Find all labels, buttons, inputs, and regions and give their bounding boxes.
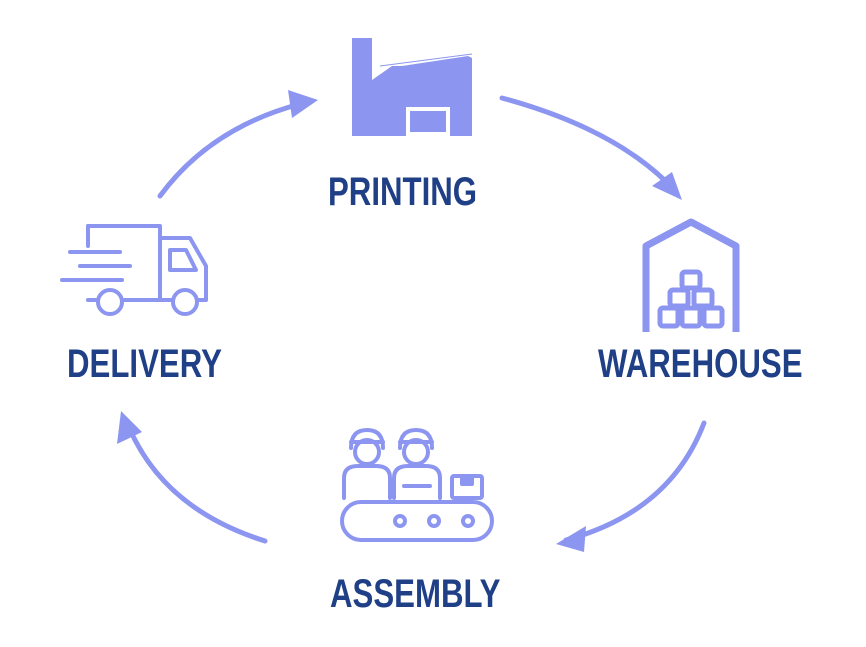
node-label-delivery: DELIVERY [67, 342, 222, 386]
arrow-assembly-to-delivery [117, 411, 268, 544]
factory-icon [352, 38, 473, 136]
warehouse-icon [642, 218, 740, 332]
node-label-assembly: ASSEMBLY [330, 572, 501, 616]
node-label-printing: PRINTING [328, 170, 478, 214]
arrow-printing-to-warehouse [499, 95, 682, 200]
arrow-warehouse-to-assembly [556, 420, 707, 552]
node-label-warehouse: WAREHOUSE [598, 342, 803, 386]
delivery-truck-icon [60, 224, 208, 316]
assembly-line-icon [340, 428, 494, 542]
arrow-delivery-to-printing [157, 90, 318, 199]
